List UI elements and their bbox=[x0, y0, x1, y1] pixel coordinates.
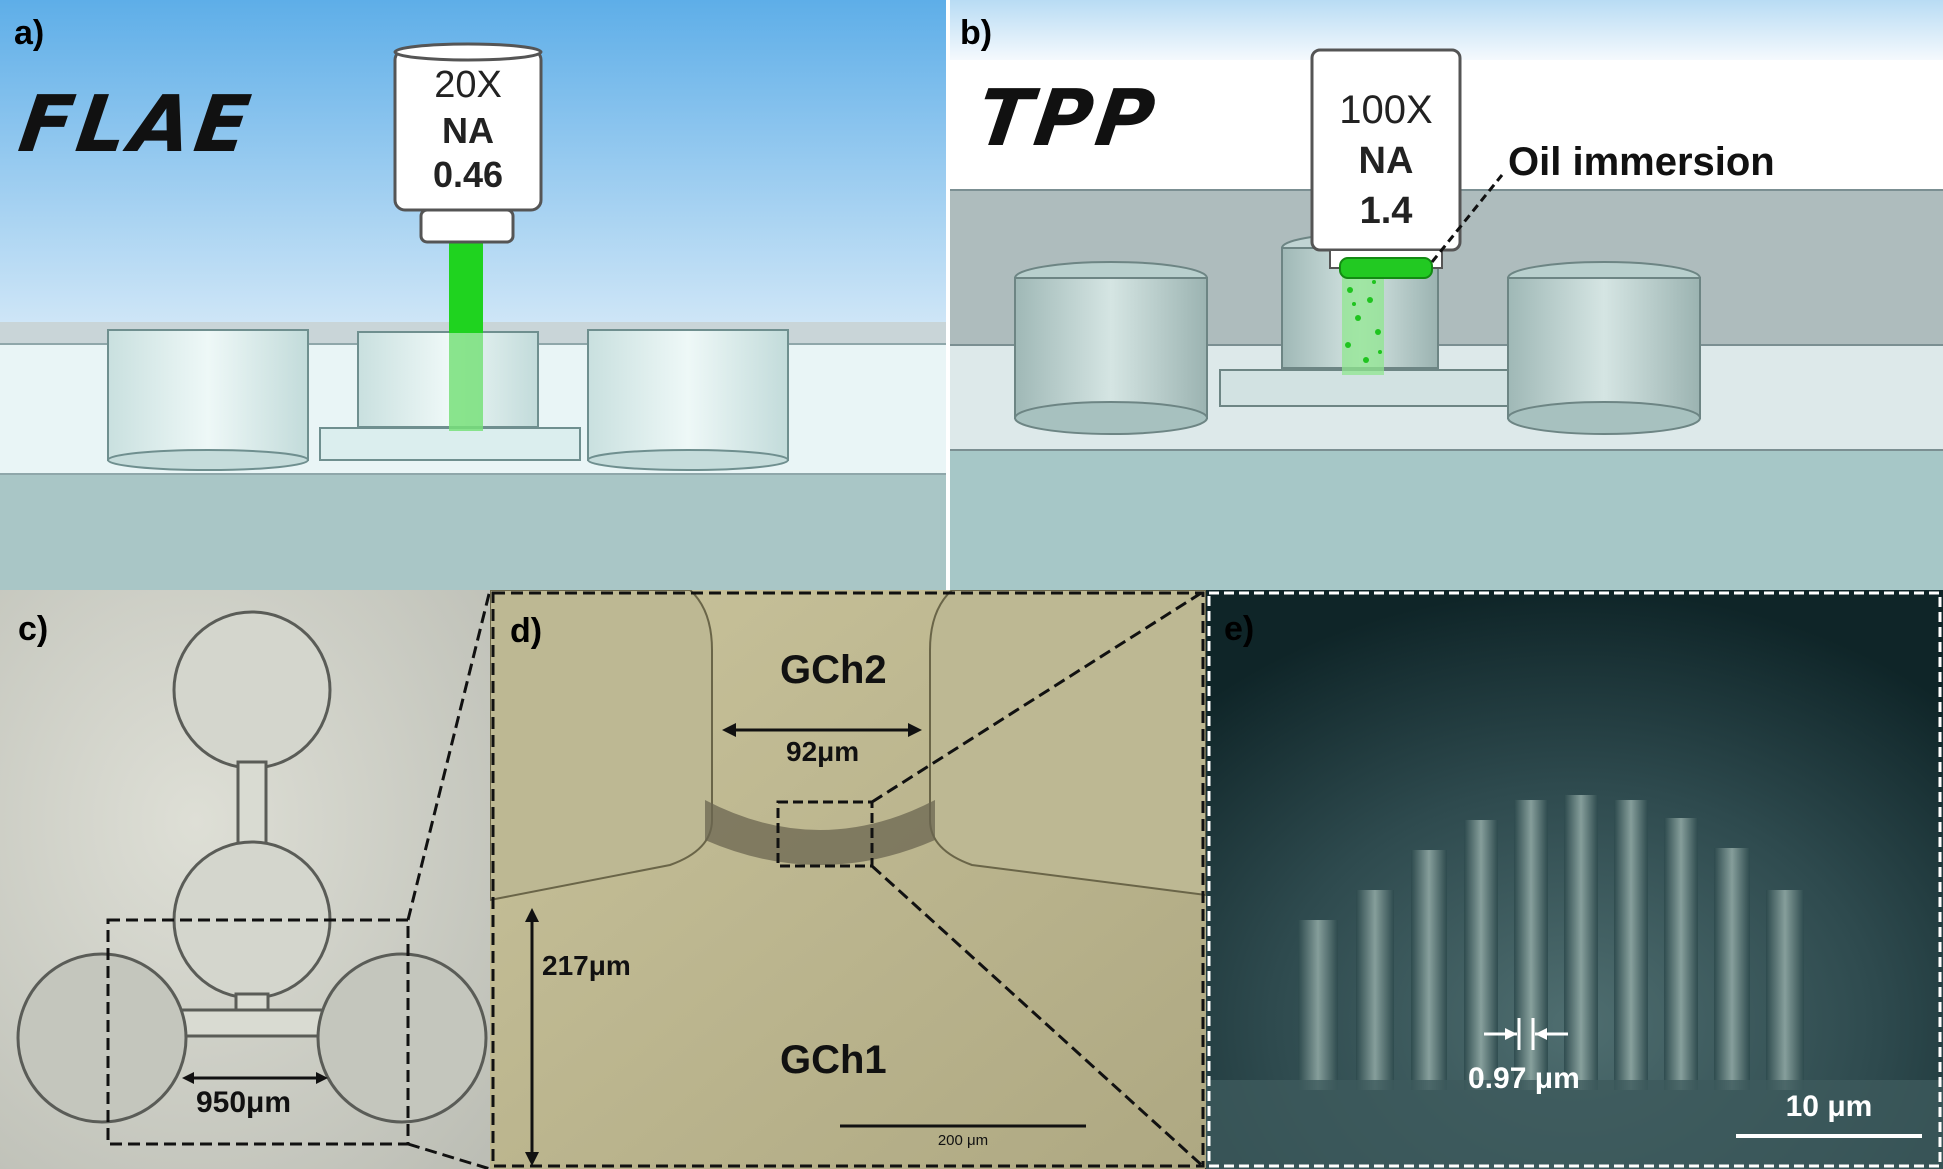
objective-lens-b bbox=[1310, 48, 1462, 279]
panel-label-b: b) bbox=[960, 14, 993, 52]
zoom-line-c-top bbox=[406, 590, 490, 921]
feature-width-label: 0.97 μm bbox=[1468, 1062, 1580, 1095]
oil-immersion-drop bbox=[1339, 257, 1433, 279]
panel-d-micrograph bbox=[490, 590, 1206, 1169]
scale-bar-label-d: 200 μm bbox=[937, 1132, 989, 1149]
objective-na-label-a: NA bbox=[442, 110, 494, 151]
panel-b-illustration bbox=[950, 0, 1943, 590]
technique-title-a: FLAE bbox=[13, 80, 259, 170]
objective-magnification-a: 20X bbox=[434, 64, 502, 106]
well-center bbox=[319, 331, 581, 461]
zoom-box-c bbox=[106, 918, 410, 1146]
scale-bar-label-e: 10 μm bbox=[1785, 1090, 1873, 1123]
channel-label-top: GCh2 bbox=[780, 648, 887, 692]
laser-speckle bbox=[1345, 280, 1382, 363]
well-right bbox=[587, 329, 789, 471]
pillar-array bbox=[1298, 795, 1804, 1090]
panel-a: a) FLAE 20X NA 0.46 bbox=[0, 0, 950, 590]
panel-c: c) 950μm bbox=[0, 590, 490, 1169]
panel-c-micrograph bbox=[0, 590, 490, 1169]
channel-label-bottom: GCh1 bbox=[780, 1038, 887, 1082]
objective-na-label-b: NA bbox=[1358, 140, 1414, 182]
panel-a-illustration bbox=[0, 0, 950, 590]
panel-b: b) TPP 100X NA 1.4 Oil immersion bbox=[950, 0, 1943, 590]
gap-width-label: 92μm bbox=[786, 736, 860, 767]
constriction bbox=[705, 800, 935, 865]
oil-callout-line bbox=[1430, 174, 1504, 263]
dimension-label-c: 950μm bbox=[196, 1086, 292, 1119]
laser-beam-in-glass bbox=[449, 333, 483, 431]
panel-label-e: e) bbox=[1224, 610, 1255, 648]
chip-base bbox=[0, 474, 950, 590]
height-label: 217μm bbox=[542, 950, 631, 981]
zoom-line-d-bottom bbox=[870, 864, 1206, 1169]
pillar-right bbox=[929, 590, 1206, 897]
laser-beam bbox=[449, 243, 483, 333]
panel-e: e) 0.97 μm 10 μm bbox=[1206, 590, 1943, 1169]
slab-base bbox=[950, 450, 1943, 590]
zoom-line-d-top bbox=[871, 590, 1206, 804]
objective-magnification-b: 100X bbox=[1339, 88, 1433, 132]
oil-immersion-callout: Oil immersion bbox=[1508, 140, 1775, 184]
zoom-line-c-bottom bbox=[407, 1142, 490, 1169]
zoom-box-d bbox=[776, 800, 874, 868]
panel-e-micrograph bbox=[1206, 590, 1943, 1169]
objective-lens bbox=[393, 42, 543, 244]
technique-title-b: TPP bbox=[971, 74, 1164, 164]
panel-label-c: c) bbox=[18, 610, 49, 648]
well-right-b bbox=[1507, 261, 1701, 435]
well-left-b bbox=[1014, 261, 1208, 435]
well-left bbox=[107, 329, 309, 471]
panel-label-a: a) bbox=[14, 14, 45, 52]
objective-na-value-a: 0.46 bbox=[432, 154, 504, 195]
objective-na-value-b: 1.4 bbox=[1359, 190, 1413, 232]
panel-d: d) GCh2 92μm 217μm GCh1 200 μm bbox=[490, 590, 1206, 1169]
panel-label-d: d) bbox=[510, 612, 543, 650]
chip-outline bbox=[16, 610, 488, 1124]
